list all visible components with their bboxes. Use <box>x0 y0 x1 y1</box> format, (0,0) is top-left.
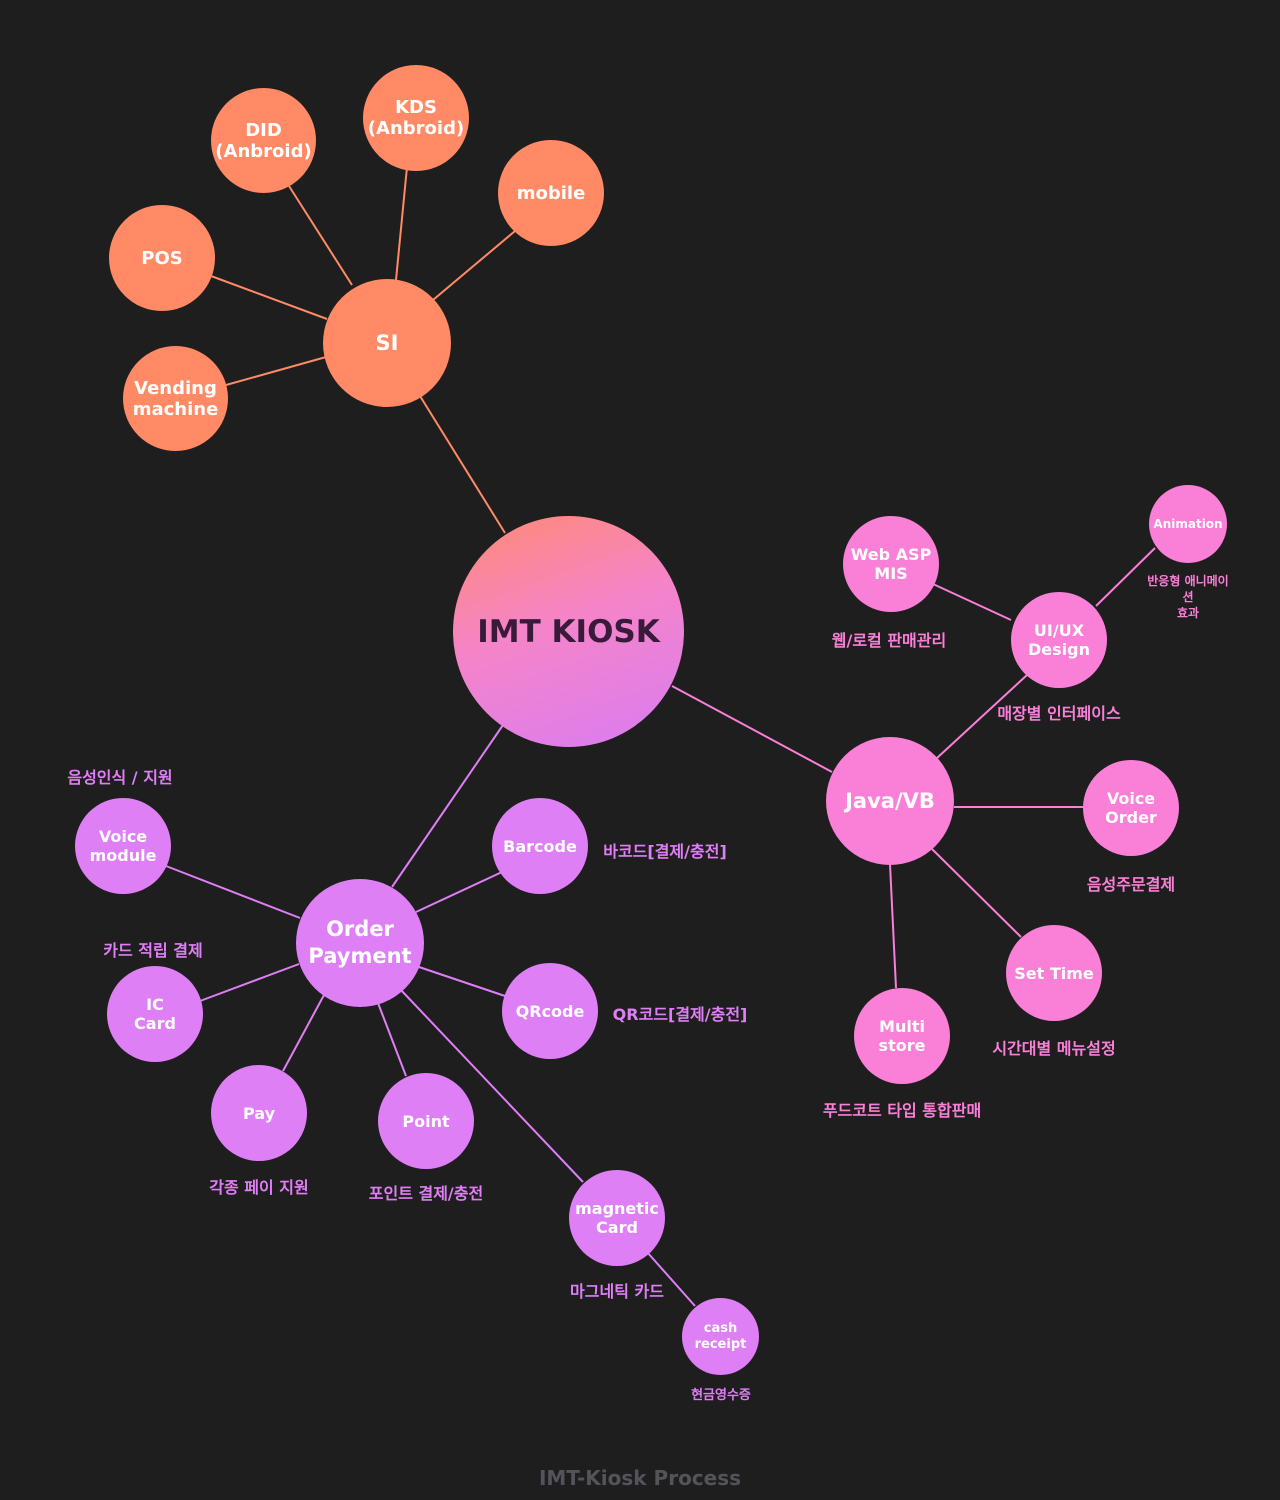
node-voice-module: Voice module <box>75 798 171 894</box>
edge-java-uiux <box>936 674 1028 759</box>
edge-order-voice-module <box>165 865 301 919</box>
order-label: Order Payment <box>308 917 412 968</box>
node-did: DID (Anbroid) <box>211 88 316 193</box>
diagram-caption: IMT-Kiosk Process <box>538 1466 742 1490</box>
desc-qrcode: QR코드[결제/충전] <box>612 1005 748 1024</box>
edge-center-java <box>671 685 833 773</box>
edge-si-vending <box>225 356 327 386</box>
edge-si-mobile <box>432 230 516 301</box>
cash-label: cash receipt <box>694 1320 747 1352</box>
edge-order-point <box>377 1002 407 1077</box>
edge-uiux-webasp <box>932 583 1012 621</box>
voice-order-label: Voice Order <box>1105 789 1157 827</box>
node-barcode: Barcode <box>492 798 588 894</box>
edge-si-did <box>288 185 353 286</box>
pos-label: POS <box>141 247 183 269</box>
node-multi-store: Multi store <box>854 988 950 1084</box>
node-cash-receipt: cash receipt <box>682 1298 759 1375</box>
node-qrcode: QRcode <box>502 963 598 1059</box>
desc-voice-order: 음성주문결제 <box>1086 875 1176 894</box>
desc-set-time: 시간대별 메뉴설정 <box>992 1039 1116 1058</box>
java-label: Java/VB <box>845 789 935 813</box>
desc-voice-module: 음성인식 / 지원 <box>67 768 173 787</box>
vending-label: Vending machine <box>132 377 219 420</box>
pay-label: Pay <box>242 1103 276 1123</box>
barcode-label: Barcode <box>503 836 577 856</box>
node-mobile: mobile <box>498 140 604 246</box>
node-voice-order: Voice Order <box>1083 760 1179 856</box>
desc-animation: 반응형 애니메이션 효과 <box>1147 574 1229 620</box>
edge-si-pos <box>210 275 328 320</box>
edge-java-set-time <box>931 848 1022 938</box>
ic-card-label: IC Card <box>134 995 176 1033</box>
magnetic-label: magnetic Card <box>575 1199 659 1237</box>
edge-order-qrcode <box>418 966 506 997</box>
qrcode-label: QRcode <box>515 1001 585 1021</box>
desc-webasp: 웹/로컬 판매관리 <box>831 631 947 650</box>
node-webasp: Web ASP MIS <box>843 516 939 612</box>
desc-point: 포인트 결제/충전 <box>368 1184 484 1203</box>
edge-order-magnetic <box>399 988 584 1183</box>
set-time-label: Set Time <box>1014 963 1094 983</box>
edge-java-multi-store <box>889 863 897 989</box>
node-uiux: UI/UX Design <box>1011 592 1107 688</box>
edge-order-barcode <box>415 871 503 913</box>
uiux-label: UI/UX Design <box>1028 621 1090 659</box>
edge-magnetic-cash <box>646 1251 696 1307</box>
multi-store-label: Multi store <box>878 1017 926 1055</box>
desc-multi-store: 푸드코트 타입 통합판매 <box>822 1101 982 1120</box>
node-animation: Animation <box>1149 485 1227 563</box>
webasp-label: Web ASP MIS <box>850 545 932 583</box>
desc-barcode: 바코드[결제/충전] <box>603 842 727 861</box>
node-java-vb: Java/VB <box>826 737 954 865</box>
desc-pay: 각종 페이 지원 <box>209 1178 309 1197</box>
node-si: SI <box>323 279 451 407</box>
desc-cash: 현금영수증 <box>691 1388 751 1403</box>
kds-label: KDS (Anbroid) <box>367 97 465 139</box>
edge-uiux-animation <box>1095 547 1156 607</box>
did-label: DID (Anbroid) <box>215 119 312 162</box>
node-magnetic-card: magnetic Card <box>569 1170 665 1266</box>
node-point: Point <box>378 1073 474 1169</box>
edge-order-ic-card <box>199 963 300 1002</box>
desc-uiux: 매장별 인터페이스 <box>997 704 1121 723</box>
node-set-time: Set Time <box>1006 925 1102 1021</box>
point-label: Point <box>402 1111 450 1131</box>
edge-center-order <box>391 724 504 888</box>
desc-ic-card: 카드 적립 결제 <box>103 941 203 960</box>
voice-module-label: Voice module <box>89 827 157 865</box>
node-pay: Pay <box>211 1065 307 1161</box>
center-label: IMT KIOSK <box>477 613 660 650</box>
mobile-label: mobile <box>516 182 586 204</box>
si-label: SI <box>375 331 399 355</box>
node-order-payment: Order Payment <box>296 879 424 1007</box>
node-ic-card: IC Card <box>107 966 203 1062</box>
center-node-imt-kiosk: IMT KIOSK <box>453 516 684 747</box>
animation-label: Animation <box>1153 517 1223 531</box>
node-kds: KDS (Anbroid) <box>363 65 469 171</box>
edge-si-kds <box>395 166 408 281</box>
edge-order-pay <box>282 994 325 1072</box>
desc-magnetic: 마그네틱 카드 <box>570 1282 664 1301</box>
edge-center-si <box>419 395 506 534</box>
node-pos: POS <box>109 205 215 311</box>
node-vending: Vending machine <box>123 346 228 451</box>
